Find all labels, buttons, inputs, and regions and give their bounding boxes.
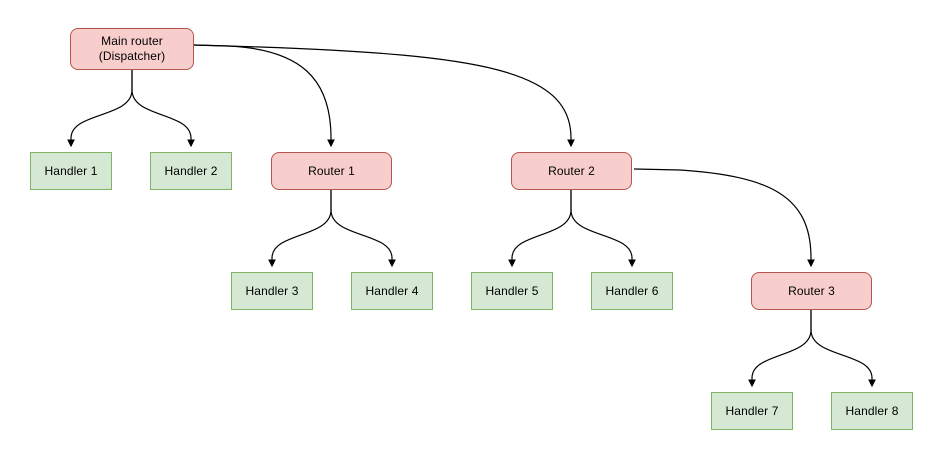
node-handler-1[interactable]: Handler 1 [30,152,112,190]
node-label-router-1: Router 1 [308,163,355,178]
node-label-router-2: Router 2 [548,163,595,178]
node-handler-4[interactable]: Handler 4 [351,272,433,310]
node-handler-7[interactable]: Handler 7 [711,392,793,430]
node-label-handler-7: Handler 7 [725,403,779,418]
edge-router-2-to-router-3 [633,168,811,266]
node-router-1[interactable]: Router 1 [271,152,392,190]
node-label-handler-1: Handler 1 [44,163,98,178]
edge-router-3-to-handler-8 [810,310,872,386]
edge-router-2-to-handler-5 [512,190,572,266]
node-label-handler-8: Handler 8 [845,403,899,418]
edge-main-to-handler-2 [131,70,191,146]
node-handler-2[interactable]: Handler 2 [150,152,232,190]
node-router-3[interactable]: Router 3 [751,272,872,310]
edge-main-to-handler-1 [71,70,133,146]
edge-main-to-router-1 [193,44,331,146]
edge-router-1-to-handler-4 [330,190,392,266]
edge-router-1-to-handler-3 [272,190,332,266]
edge-main-to-router-2 [193,44,571,146]
node-label-router-3: Router 3 [788,283,835,298]
node-handler-3[interactable]: Handler 3 [231,272,313,310]
node-router-2[interactable]: Router 2 [511,152,632,190]
node-handler-6[interactable]: Handler 6 [591,272,673,310]
node-handler-8[interactable]: Handler 8 [831,392,913,430]
node-main-router[interactable]: Main router (Dispatcher) [70,28,194,70]
node-handler-5[interactable]: Handler 5 [471,272,553,310]
node-label-handler-5: Handler 5 [485,283,539,298]
edges-group [71,44,872,386]
node-label-handler-2: Handler 2 [164,163,218,178]
node-label-main-router: Main router (Dispatcher) [98,34,166,63]
node-label-handler-4: Handler 4 [365,283,419,298]
edge-router-3-to-handler-7 [752,310,812,386]
edge-router-2-to-handler-6 [570,190,632,266]
node-label-handler-3: Handler 3 [245,283,299,298]
node-label-handler-6: Handler 6 [605,283,659,298]
